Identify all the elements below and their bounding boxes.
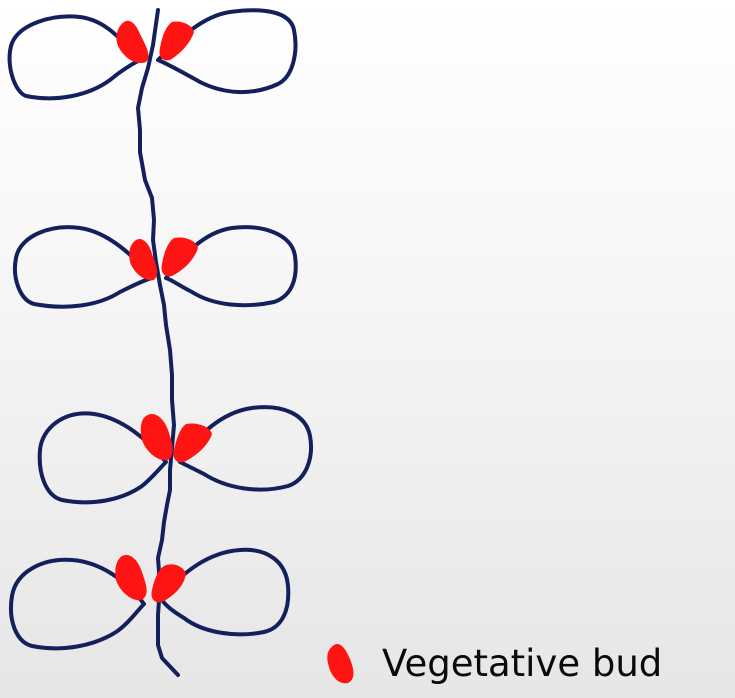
vegetative-bud [115,555,146,600]
node-4 [11,550,288,649]
vegetative-bud [161,237,198,276]
vegetative-bud [151,564,186,602]
node-2 [15,227,296,307]
leaf-right [162,550,288,635]
bud-legend-icon [326,641,356,685]
vegetative-bud [159,21,194,60]
vegetative-bud [173,423,212,462]
leaf-left [15,227,152,306]
vegetative-bud [116,21,148,63]
legend: Vegetative bud [326,638,735,688]
legend-label: Vegetative bud [382,645,662,682]
vegetative-bud [141,414,173,460]
